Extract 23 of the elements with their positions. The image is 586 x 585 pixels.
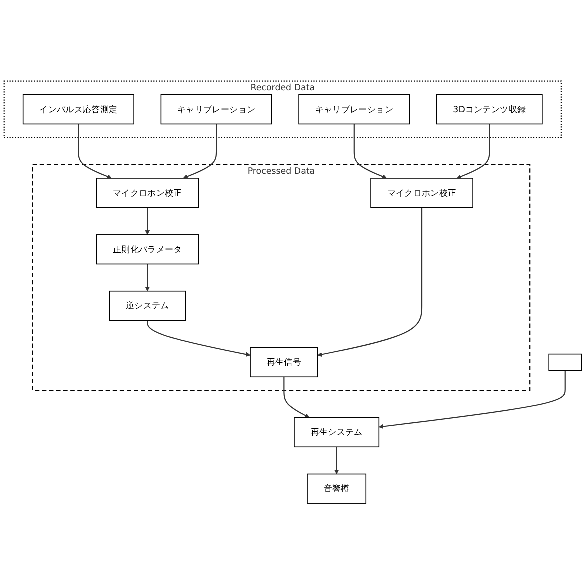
arrow: [334, 447, 340, 475]
arrow: [456, 124, 490, 180]
node-box: キャリブレーション: [298, 94, 410, 125]
node-box: インパルス応答測定: [22, 94, 134, 125]
node-box: 3Dコンテンツ収録: [436, 94, 543, 125]
arrow: [378, 370, 566, 430]
node-box: キャリブレーション: [160, 94, 272, 125]
arrow: [284, 377, 310, 418]
node-box: マイクロホン校正: [370, 178, 474, 208]
arrow: [147, 320, 251, 358]
node-box: 再生信号: [250, 347, 318, 378]
node-box: 再生システム: [294, 417, 380, 448]
arrow: [145, 208, 150, 236]
arrow: [183, 124, 218, 180]
arrow: [318, 208, 423, 358]
node-box: 逆システム: [109, 291, 186, 322]
arrow: [145, 264, 150, 292]
node-box: 音響樽: [307, 474, 367, 504]
arrow: [78, 124, 112, 180]
node-box: マイクロホン校正: [96, 178, 200, 208]
arrow: [354, 124, 388, 180]
node-box: 正則化パラメータ: [96, 234, 200, 265]
node-box: [548, 354, 582, 372]
